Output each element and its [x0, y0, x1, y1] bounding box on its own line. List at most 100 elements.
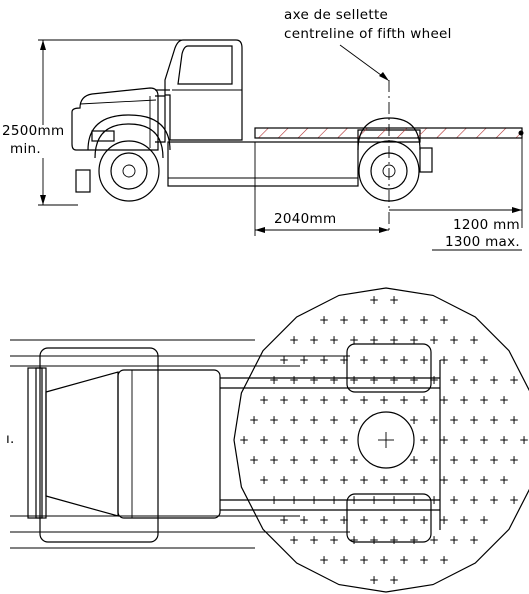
side-view — [38, 39, 524, 251]
zone-hatch-mark: + — [449, 493, 459, 507]
zone-hatch-mark: + — [299, 433, 309, 447]
zone-hatch-mark: + — [439, 393, 449, 407]
zone-hatch-mark: + — [369, 373, 379, 387]
zone-hatch-mark: + — [469, 493, 479, 507]
zone-hatch-mark: + — [489, 413, 499, 427]
zone-hatch-mark: + — [319, 473, 329, 487]
zone-hatch-mark: + — [429, 453, 439, 467]
zone-hatch-mark: + — [409, 333, 419, 347]
zone-hatch-mark: + — [459, 433, 469, 447]
zone-hatch-mark: + — [329, 453, 339, 467]
zone-hatch-mark: + — [469, 413, 479, 427]
zone-hatch-mark: + — [309, 373, 319, 387]
kingpin-circle — [357, 411, 415, 469]
zone-hatch-mark: + — [389, 293, 399, 307]
zone-hatch-mark: + — [329, 533, 339, 547]
zone-hatch-mark: + — [319, 393, 329, 407]
zone-hatch-mark: + — [329, 333, 339, 347]
zone-hatch-mark: + — [379, 473, 389, 487]
zone-hatch-mark: + — [379, 353, 389, 367]
zone-hatch-mark: + — [319, 553, 329, 567]
zone-hatch-mark: + — [419, 313, 429, 327]
zone-hatch-mark: + — [309, 533, 319, 547]
height-dimension — [38, 39, 190, 206]
zone-hatch-mark: + — [379, 313, 389, 327]
zone-hatch-mark: + — [289, 453, 299, 467]
zone-hatch-mark: + — [469, 533, 479, 547]
zone-hatch-mark: + — [429, 333, 439, 347]
zone-hatch-mark: + — [379, 393, 389, 407]
zone-hatch-mark: + — [299, 513, 309, 527]
zone-hatch-mark: + — [409, 373, 419, 387]
zone-hatch-mark: + — [429, 413, 439, 427]
zone-hatch-mark: + — [399, 473, 409, 487]
zone-hatch-mark: + — [359, 313, 369, 327]
zone-hatch-mark: + — [359, 473, 369, 487]
overhang-max-label: 1300 max. — [444, 234, 520, 250]
zone-hatch-mark: + — [419, 433, 429, 447]
zone-hatch-mark: + — [369, 333, 379, 347]
zone-hatch-mark: + — [449, 333, 459, 347]
frame-rails-plan — [220, 360, 441, 530]
zone-hatch-mark: + — [449, 533, 459, 547]
zone-hatch-mark: + — [329, 413, 339, 427]
truck-cab — [155, 39, 243, 143]
zone-hatch-mark: + — [379, 513, 389, 527]
zone-hatch-mark: + — [439, 473, 449, 487]
zone-hatch-mark: + — [479, 353, 489, 367]
zone-hatch-mark: + — [259, 393, 269, 407]
zone-hatch-mark: + — [459, 393, 469, 407]
zone-hatch-mark: + — [369, 293, 379, 307]
zone-hatch-mark: + — [399, 553, 409, 567]
zone-hatch-mark: + — [459, 513, 469, 527]
zone-hatch-mark: + — [369, 573, 379, 587]
zone-hatch-mark: + — [509, 373, 519, 387]
zone-hatch-mark: + — [309, 333, 319, 347]
zone-hatch-mark: + — [349, 333, 359, 347]
plan-edge-fragment: ı. — [6, 431, 15, 447]
truck-chassis — [75, 129, 421, 193]
zone-hatch-mark: + — [399, 393, 409, 407]
cab-plan — [27, 347, 221, 543]
zone-hatch-mark: + — [499, 433, 509, 447]
zone-hatch-mark: + — [359, 393, 369, 407]
zone-hatch-mark: + — [469, 373, 479, 387]
zone-hatch-mark: + — [319, 433, 329, 447]
zone-hatch-mark: + — [419, 553, 429, 567]
zone-hatch-mark: + — [429, 533, 439, 547]
zone-hatch-mark: + — [439, 353, 449, 367]
zone-hatch-mark: + — [449, 453, 459, 467]
zone-hatch-mark: + — [359, 513, 369, 527]
zone-hatch-mark: + — [489, 453, 499, 467]
zone-hatch-mark: + — [439, 313, 449, 327]
zone-hatch-mark: + — [369, 533, 379, 547]
zone-hatch-mark: + — [299, 393, 309, 407]
zone-hatch-mark: + — [269, 413, 279, 427]
zone-hatch-mark: + — [419, 513, 429, 527]
front-wheel — [87, 114, 171, 202]
zone-hatch-mark: + — [319, 353, 329, 367]
overhang-dimension — [389, 138, 523, 251]
zone-hatch-mark: + — [509, 413, 519, 427]
zone-hatch-mark: + — [299, 353, 309, 367]
zone-hatch-mark: + — [509, 493, 519, 507]
zone-hatch-mark: + — [459, 353, 469, 367]
zone-hatch-mark: + — [279, 353, 289, 367]
zone-hatch-mark: + — [279, 513, 289, 527]
zone-hatch-mark: + — [349, 533, 359, 547]
zone-hatch-mark: + — [399, 313, 409, 327]
zone-hatch-mark: + — [339, 353, 349, 367]
wheelbase-offset-dimension — [254, 186, 389, 236]
zone-hatch-mark: + — [289, 333, 299, 347]
fifth-wheel-frame — [254, 127, 524, 139]
height-qualifier-label: min. — [10, 141, 41, 157]
zone-hatch-mark: + — [409, 413, 419, 427]
zone-hatch-mark: + — [449, 373, 459, 387]
zone-hatch-mark: + — [479, 473, 489, 487]
zone-hatch-mark: + — [249, 453, 259, 467]
zone-hatch-mark: + — [289, 413, 299, 427]
zone-hatch-mark: + — [299, 473, 309, 487]
zone-hatch-mark: + — [319, 313, 329, 327]
zone-hatch-mark: + — [269, 373, 279, 387]
